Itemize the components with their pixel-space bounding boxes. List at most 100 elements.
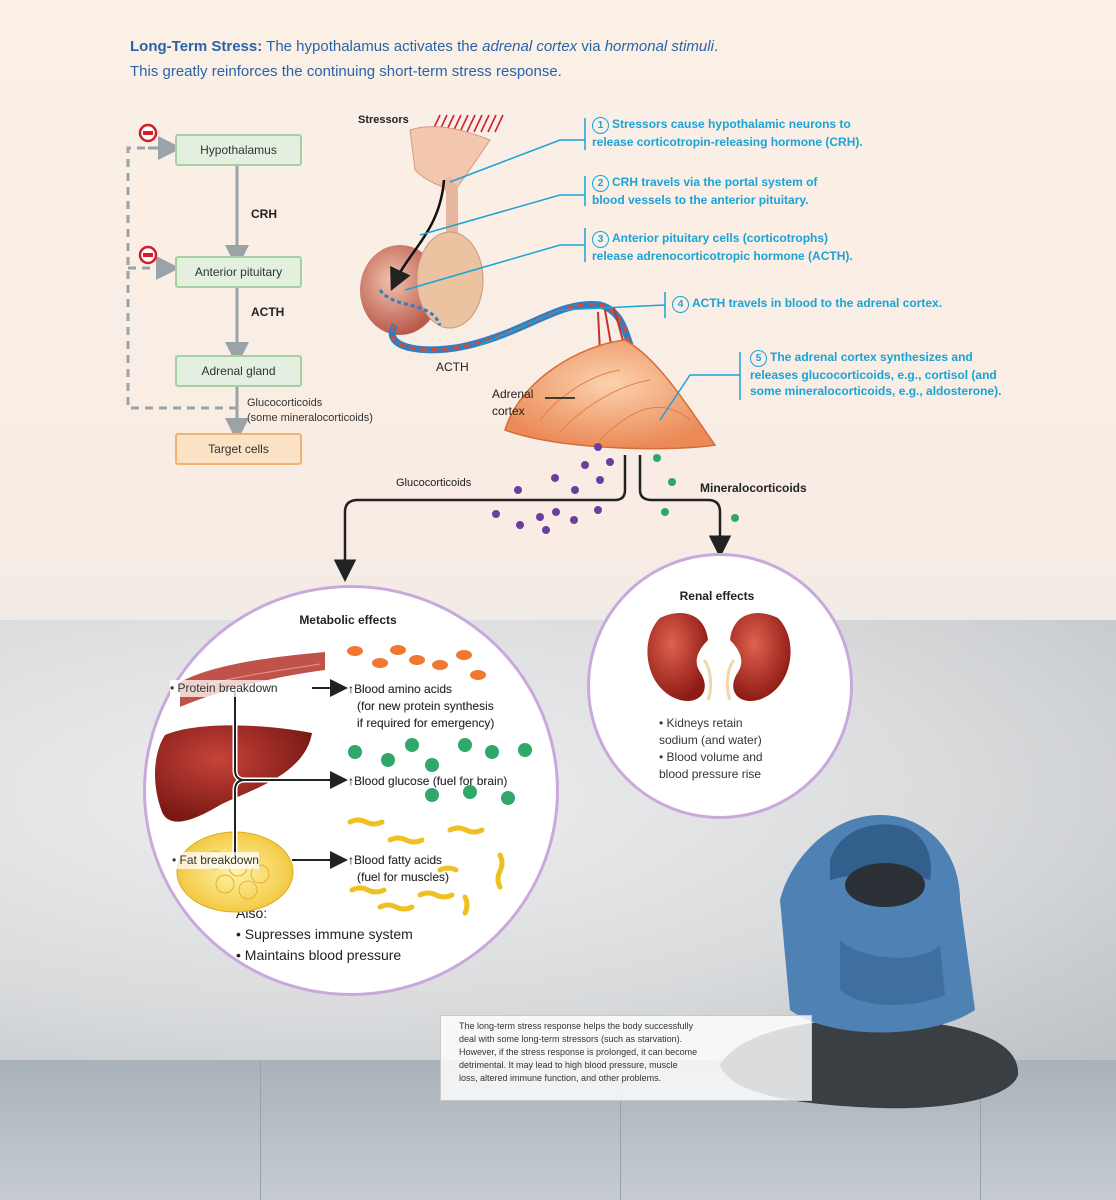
title-text: . — [713, 38, 719, 55]
step-text: some mineralocorticoids, e.g., aldostero… — [750, 384, 1002, 398]
long-term-stress-note: The long-term stress response helps the … — [440, 1015, 812, 1101]
inhibition-icon — [138, 123, 158, 143]
step-text: releases glucocorticoids, e.g., cortisol… — [750, 368, 997, 382]
title-text: via — [581, 38, 601, 55]
label-acth: ACTH — [436, 360, 469, 374]
flow-label-acth: ACTH — [251, 305, 285, 319]
amino-text: (for new protein synthesis — [357, 699, 494, 713]
flow-box-hypothalamus: Hypothalamus — [175, 134, 302, 166]
title-italic-hormonal: hormonal stimuli — [604, 38, 714, 55]
protein-breakdown-label-overlay: • Protein breakdown — [170, 680, 278, 697]
note-text: loss, altered immune function, and other… — [459, 1073, 662, 1083]
glucose — [348, 738, 532, 805]
flow-box-target-cells: Target cells — [175, 433, 302, 465]
title-italic-adrenal: adrenal cortex — [482, 38, 578, 55]
note-text: deal with some long-term stressors (such… — [459, 1034, 683, 1044]
note-text: detrimental. It may lead to high blood p… — [459, 1060, 678, 1070]
blood-amino-acids-overlay: ↑Blood amino acids (for new protein synt… — [348, 681, 494, 732]
blood-fatty-acids-label: ↑Blood fatty acids (fuel for muscles) — [348, 852, 449, 886]
up-arrow-icon: ↑ — [348, 682, 354, 696]
mineralocorticoid-pathway-arrow — [638, 455, 732, 558]
amino-text: Blood amino acids — [354, 682, 453, 696]
label-adrenal-text: Adrenal — [492, 387, 534, 401]
pathway-connector — [232, 679, 348, 869]
pituitary-gland — [360, 179, 484, 335]
flow-box-adrenal-gland: Adrenal gland — [175, 355, 302, 387]
blood-fatty-acids-overlay: ↑Blood fatty acids (fuel for muscles) — [348, 852, 449, 886]
fat-breakdown-label-overlay: • Fat breakdown — [172, 852, 259, 869]
also-item: • Supresses immune system — [236, 926, 413, 942]
label-glucocorticoids: Glucocorticoids — [396, 477, 472, 489]
renal-effects-title: Renal effects — [679, 589, 755, 603]
title-line-2: This greatly reinforces the continuing s… — [130, 63, 562, 80]
label-mineralocorticoids: Mineralocorticoids — [700, 481, 807, 495]
flow-label-crh: CRH — [251, 207, 277, 221]
flow-box-anterior-pituitary: Anterior pituitary — [175, 256, 302, 288]
fatty-text: (fuel for muscles) — [357, 870, 450, 884]
glucocorticoid-molecules — [492, 443, 614, 534]
floor-seam — [620, 1060, 621, 1200]
label-cortex-text: cortex — [492, 404, 525, 418]
also-item: • Maintains blood pressure — [236, 947, 402, 963]
fatty-text: Blood fatty acids — [354, 853, 443, 867]
up-arrow-icon: ↑ — [348, 853, 354, 867]
metabolic-effects-title: Metabolic effects — [299, 613, 397, 627]
renal-text: • Blood volume and — [659, 750, 763, 764]
step-text: blood vessels to the anterior pituitary. — [592, 193, 809, 207]
step-text: ACTH travels in blood to the adrenal cor… — [692, 296, 943, 310]
step-leader-lines — [404, 118, 741, 421]
floor-seam — [980, 1060, 981, 1200]
renal-text: sodium (and water) — [659, 733, 762, 747]
fatty-text: (fuel for muscles) — [357, 870, 450, 884]
fatty-acids — [347, 817, 505, 916]
kidney-icon — [647, 613, 791, 701]
flow-glucocorticoids-text: Glucocorticoids — [247, 397, 323, 409]
also-effects-list: Also: • Supresses immune system • Mainta… — [236, 903, 413, 966]
glucose-text: Blood glucose (fuel for brain) — [354, 774, 508, 788]
step-number: 3 — [592, 231, 609, 248]
step-text: The adrenal cortex synthesizes and — [770, 350, 973, 364]
flow-label-glucocorticoids: Glucocorticoids (some mineralocorticoids… — [247, 396, 373, 426]
glucocorticoid-pathway-arrow — [333, 455, 627, 582]
title-text: The hypothalamus activates the — [266, 38, 478, 55]
label-adrenal-cortex: Adrenal cortex — [492, 386, 533, 420]
renal-text: blood pressure rise — [659, 767, 762, 781]
amino-text: Blood amino acids — [354, 682, 453, 696]
step-text: Stressors cause hypothalamic neurons to — [612, 117, 851, 131]
fatty-text: Blood fatty acids — [354, 853, 443, 867]
up-arrow-icon: ↑ — [348, 774, 354, 788]
renal-effects-circle — [587, 553, 853, 819]
amino-text: if required for emergency) — [357, 716, 495, 730]
step-text: release adrenocorticotropic hormone (ACT… — [592, 249, 853, 263]
renal-effects-text: • Kidneys retain sodium (and water) • Bl… — [659, 715, 763, 783]
up-arrow-icon: ↑ — [348, 774, 354, 788]
renal-text: • Kidneys retain — [659, 716, 743, 730]
step-number: 4 — [672, 296, 689, 313]
step-text: release corticotropin-releasing hormone … — [592, 135, 863, 149]
inhibition-icon — [138, 245, 158, 265]
blood-glucose-overlay: ↑Blood glucose (fuel for brain) — [348, 773, 507, 790]
note-text: The long-term stress response helps the … — [459, 1021, 694, 1031]
label-stressors: Stressors — [358, 114, 409, 126]
amino-text: (for new protein synthesis — [357, 699, 494, 713]
amino-text: if required for emergency) — [357, 716, 495, 730]
step-number: 5 — [750, 350, 767, 367]
note-text: However, if the stress response is prolo… — [459, 1047, 698, 1057]
up-arrow-icon: ↑ — [348, 682, 354, 696]
glucose-text: Blood glucose (fuel for brain) — [354, 774, 508, 788]
flowchart-arrows — [126, 136, 249, 442]
step-number: 2 — [592, 175, 609, 192]
floor-seam — [260, 1060, 261, 1200]
figure-title: Long-Term Stress: The hypothalamus activ… — [130, 34, 1030, 84]
hypothalamus-illustration — [409, 126, 491, 245]
title-bold: Long-Term Stress: — [130, 38, 263, 55]
step-text: Anterior pituitary cells (corticotrophs) — [612, 231, 829, 245]
up-arrow-icon: ↑ — [348, 853, 354, 867]
blood-amino-acids-label: ↑Blood amino acids (for new protein synt… — [348, 681, 494, 732]
amino-acids — [347, 645, 486, 680]
